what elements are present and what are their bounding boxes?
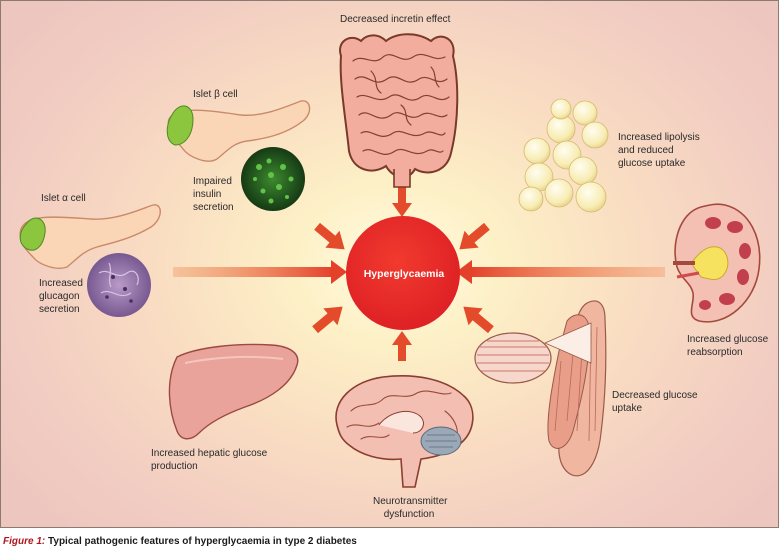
arrow-from-brain [392, 331, 412, 361]
arrow-from-muscle [463, 306, 494, 334]
label-hepatic: Increased hepatic glucose production [151, 448, 268, 472]
alpha-cell-micrograph [87, 253, 151, 317]
label-insulin: Impaired insulin secretion [193, 176, 234, 213]
figure-caption: Figure 1: Typical pathogenic features of… [3, 535, 357, 548]
alpha-cell-islet [19, 217, 46, 251]
adipose-tissue [518, 98, 609, 213]
arrow-from-adipose [459, 222, 490, 250]
beta-cell-pancreas [166, 100, 311, 211]
label-alpha-cell: Islet α cell [41, 193, 86, 204]
arrow-from-beta-cell [314, 222, 345, 250]
beta-cell-micrograph [241, 147, 305, 211]
caption-text: Typical pathogenic features of hyperglyc… [48, 536, 357, 547]
label-beta-cell: Islet β cell [193, 89, 238, 100]
intestine-illustration [339, 33, 459, 188]
label-muscle: Decreased glucose uptake [612, 390, 698, 414]
arrow-from-intestine [392, 187, 412, 217]
caption-label: Figure 1: [3, 536, 46, 547]
hyperglycaemia-hub [346, 216, 460, 330]
arrow-from-liver [312, 306, 343, 334]
liver [168, 343, 299, 440]
brain [335, 375, 474, 488]
arrow-from-alpha-cell [173, 260, 347, 284]
label-incretin: Decreased incretin effect [340, 14, 451, 25]
label-reabsorption: Increased glucose reabsorption [687, 334, 769, 358]
hub-label: Hyperglycaemia [363, 268, 445, 280]
label-glucagon: Increased glucagon secretion [39, 278, 83, 315]
pathogenesis-figure: Decreased incretin effect Islet β cell I… [0, 0, 779, 528]
kidney [673, 203, 761, 323]
muscle [474, 300, 607, 477]
arrows [173, 187, 665, 361]
figure-artwork [19, 33, 761, 488]
alpha-cell-pancreas [19, 204, 161, 317]
label-lipolysis: Increased lipolysis and reduced glucose … [618, 132, 700, 169]
muscle-fibre-inset [474, 332, 552, 384]
arrow-from-kidney [456, 260, 665, 284]
label-neuro: Neurotransmitter dysfunction [373, 496, 448, 520]
beta-cell-islet [166, 105, 194, 146]
